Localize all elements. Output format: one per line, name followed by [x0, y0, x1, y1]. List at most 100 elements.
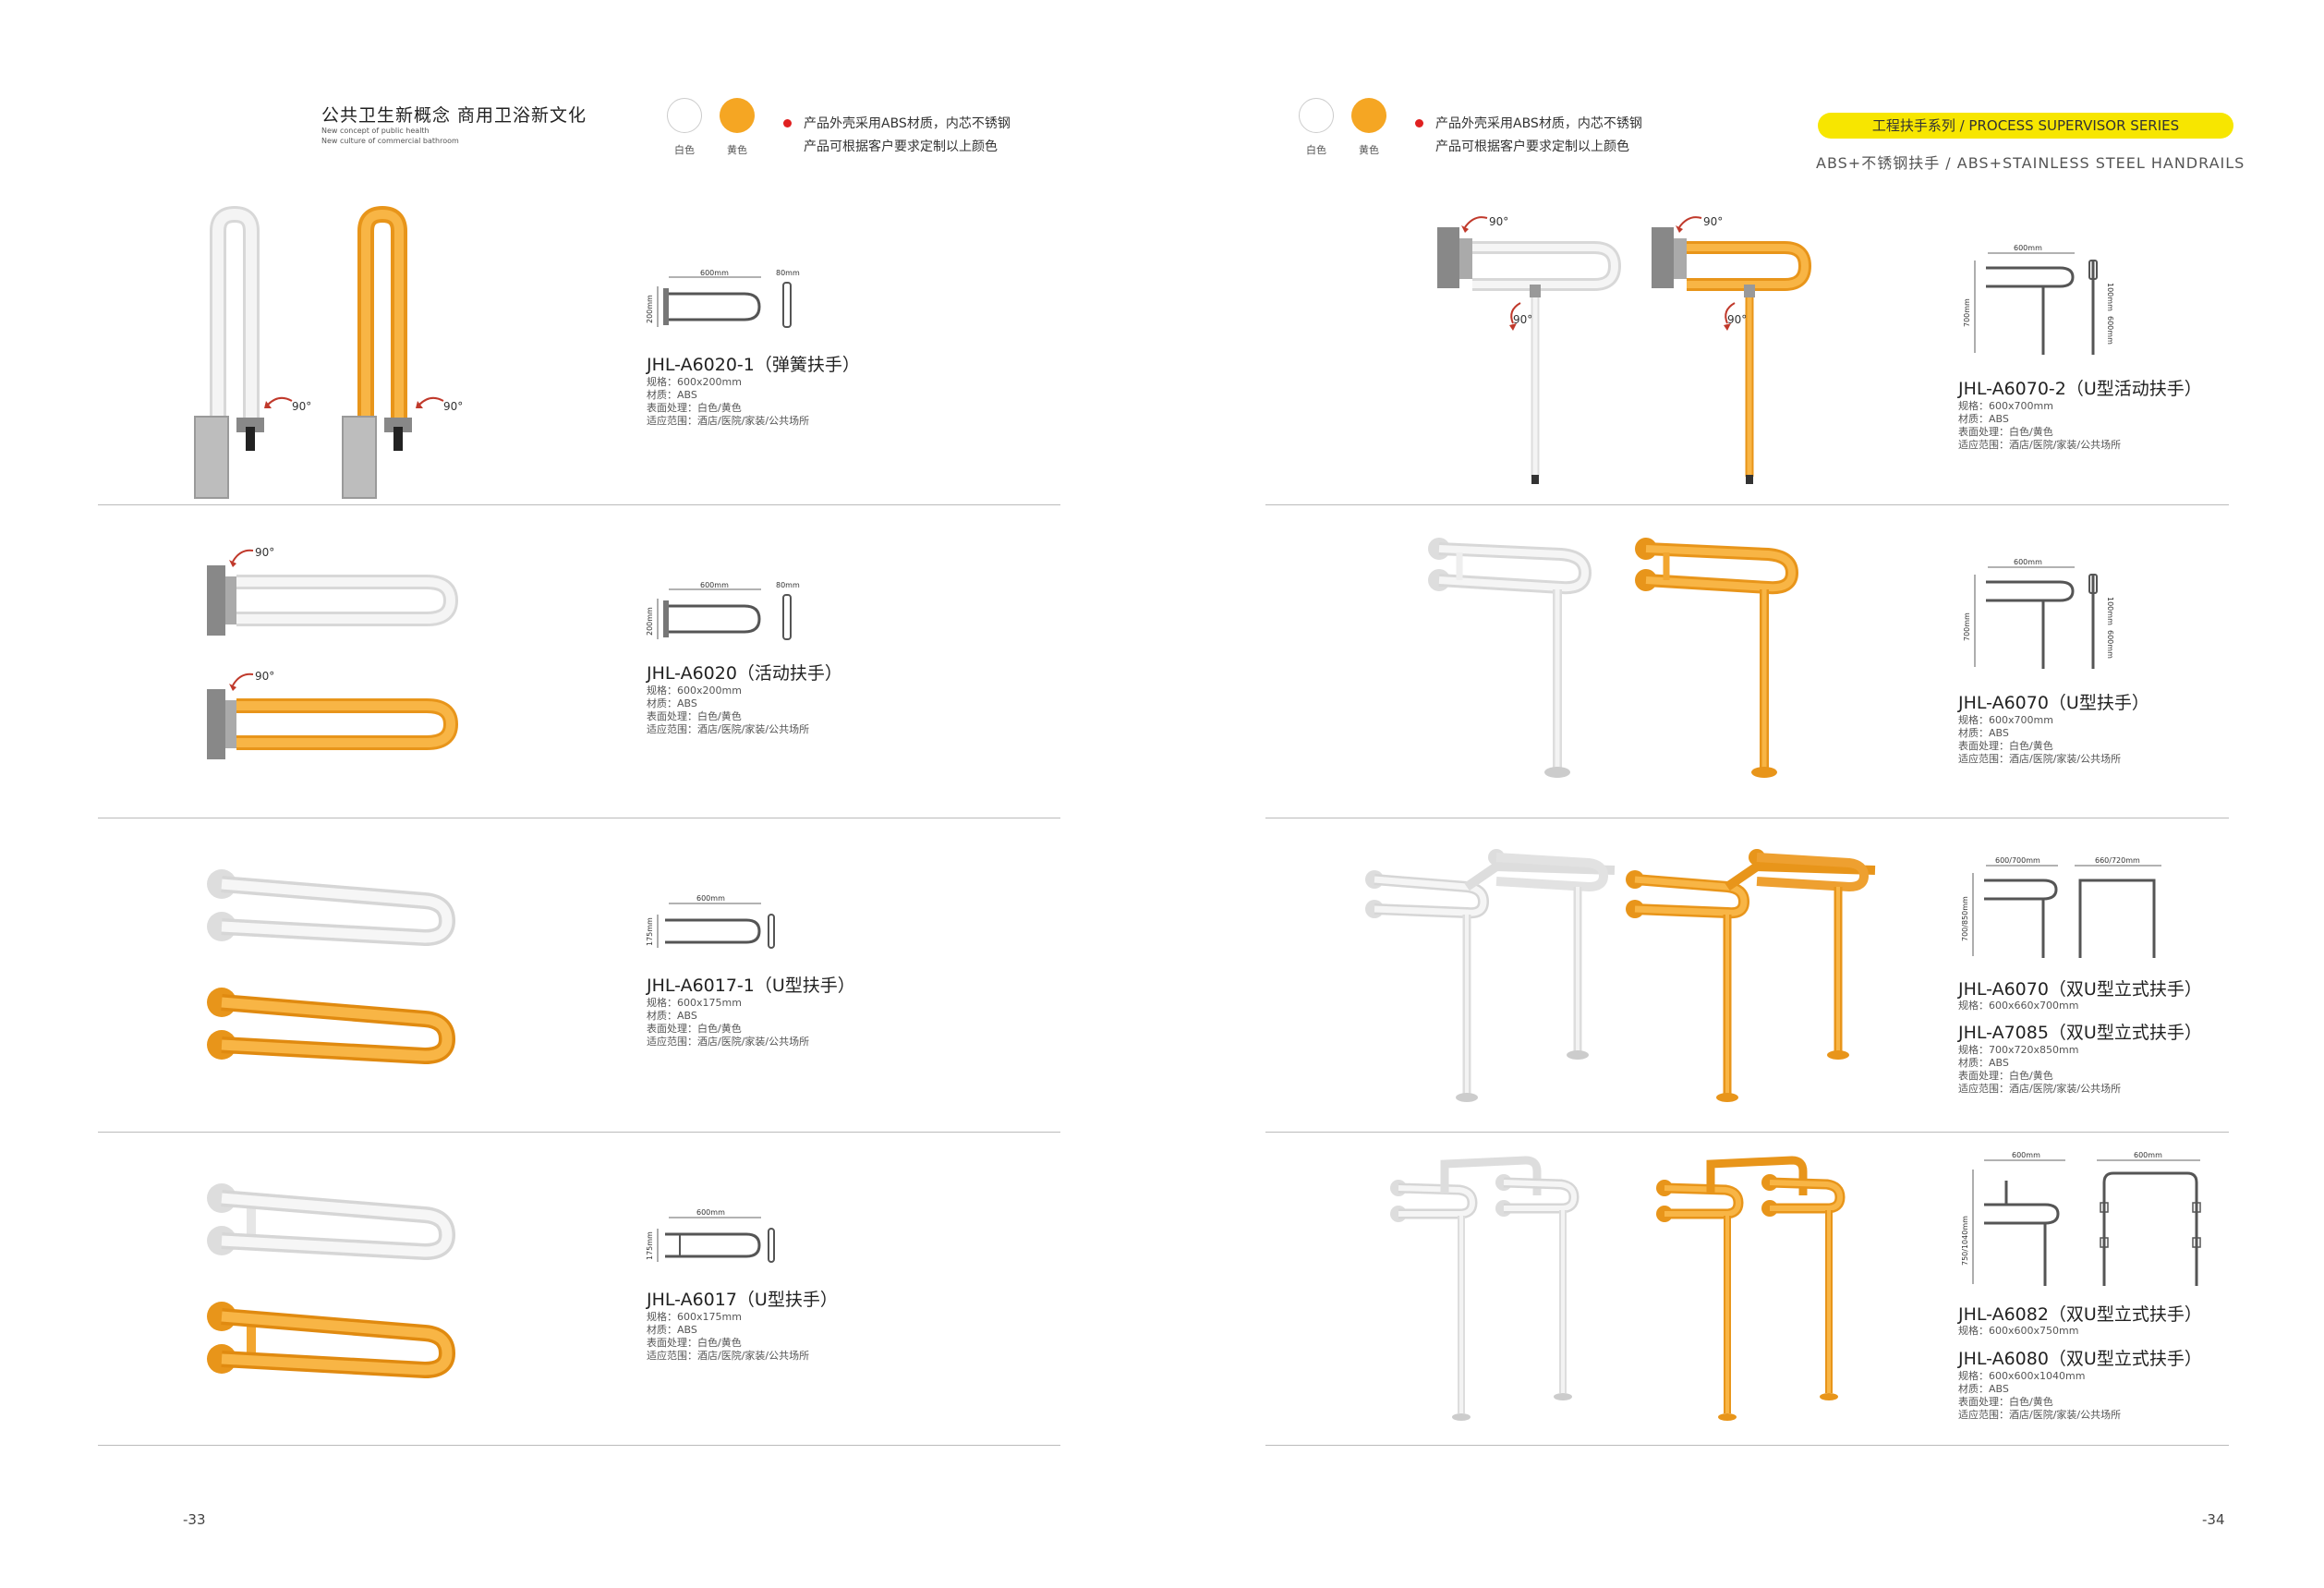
product-image-double-u-a6070-a7085 — [1365, 849, 1876, 1102]
product-specs: 规格：600x200mm 材质：ABS 表面处理：白色/黄色 适应范围：酒店/医… — [647, 376, 809, 428]
model-title: JHL-A6017（U型扶手） — [647, 1290, 838, 1310]
series-subtitle: ABS+不锈钢扶手 / ABS+STAINLESS STEEL HANDRAIL… — [1816, 154, 2245, 172]
dim-height: 200mm — [646, 607, 654, 636]
dim-top: 100mm — [2106, 597, 2114, 625]
page-number-right: -34 — [2202, 1511, 2225, 1528]
rotation-label: 90° — [255, 670, 274, 683]
white-color-swatch-right — [1299, 98, 1334, 133]
dim-height: 175mm — [646, 917, 654, 946]
product-image-double-u-a6082-a6080 — [1390, 1156, 1846, 1421]
spec-material: 材质：ABS — [647, 1324, 697, 1336]
yellow-color-label-right: 黄色 — [1359, 144, 1379, 156]
dimension-diagram-a6017: 600mm 175mm — [646, 1208, 775, 1263]
product-specs: 规格：600x200mm 材质：ABS 表面处理：白色/黄色 适应范围：酒店/医… — [647, 685, 809, 736]
product-specs: 规格：600x175mm 材质：ABS 表面处理：白色/黄色 适应范围：酒店/医… — [647, 1311, 809, 1363]
white-color-label: 白色 — [674, 144, 695, 156]
product-specs: 规格：600x600x1040mm 材质：ABS 表面处理：白色/黄色 适应范围… — [1958, 1370, 2121, 1422]
dim-height: 700mm — [1963, 612, 1971, 641]
note-bullet-icon — [783, 119, 792, 127]
dim-width: 600mm — [700, 581, 729, 589]
spec-size-2: 规格：700x720x850mm — [1958, 1044, 2079, 1056]
dim-top: 100mm — [2106, 283, 2114, 311]
dimension-diagram-a6017-1: 600mm 175mm — [646, 894, 775, 949]
product-image-a6020-1: 90° 90° — [194, 205, 463, 499]
spec-material: 材质：ABS — [647, 697, 697, 709]
model-title: JHL-A6070（U型扶手） — [1958, 693, 2149, 713]
spec-size: 规格：600x700mm — [1958, 400, 2053, 412]
spec-finish: 表面处理：白色/黄色 — [1958, 1396, 2053, 1408]
rotation-label: 90° — [292, 400, 311, 413]
dim-width: 600mm — [696, 894, 725, 903]
spec-material: 材质：ABS — [1958, 727, 2009, 739]
yellow-handrail — [1635, 538, 1799, 778]
page-number-left: -33 — [183, 1511, 206, 1528]
dimension-diagram-a6070: 600mm 700mm 100mm 600mm — [1963, 558, 2114, 669]
dim-width: 600mm — [700, 269, 729, 277]
rotation-label: 90° — [443, 400, 463, 413]
spec-size: 规格：600x175mm — [647, 1311, 742, 1323]
model-title: JHL-A6082（双U型立式扶手） — [1958, 1304, 2202, 1325]
product-image-a6070-2: 90° 90° 90° 90° — [1437, 215, 1812, 484]
spec-material: 材质：ABS — [1958, 413, 2009, 425]
white-color-swatch — [667, 98, 702, 133]
left-header-subtitle-2: New culture of commercial bathroom — [321, 137, 459, 145]
row-divider — [98, 504, 1060, 505]
spec-finish: 表面处理：白色/黄色 — [647, 1337, 742, 1349]
product-image-a6017-1 — [207, 869, 456, 1065]
spec-size: 规格：600x660x700mm — [1958, 1000, 2079, 1012]
yellow-handrail — [1626, 849, 1876, 1102]
rotation-label: 90° — [1513, 313, 1532, 326]
model-title: JHL-A6017-1（U型扶手） — [647, 976, 855, 996]
spec-usage: 适应范围：酒店/医院/家装/公共场所 — [1958, 439, 2122, 451]
spec-material: 材质：ABS — [1958, 1057, 2009, 1069]
product-specs: 规格：600x700mm 材质：ABS 表面处理：白色/黄色 适应范围：酒店/医… — [1958, 400, 2121, 452]
product-specs: 规格：600x700mm 材质：ABS 表面处理：白色/黄色 适应范围：酒店/医… — [1958, 714, 2121, 766]
model-title: JHL-A6070-2（U型活动扶手） — [1958, 379, 2202, 399]
dim-leg: 600mm — [2106, 630, 2114, 659]
series-banner: 工程扶手系列 / PROCESS SUPERVISOR SERIES — [1818, 113, 2233, 139]
dim-leg: 600mm — [2106, 316, 2114, 345]
spec-usage: 适应范围：酒店/医院/家装/公共场所 — [647, 415, 810, 427]
dim-depth: 80mm — [776, 269, 800, 277]
white-color-label-right: 白色 — [1306, 144, 1326, 156]
spec-size: 规格：600x700mm — [1958, 714, 2053, 726]
spec-finish: 表面处理：白色/黄色 — [647, 1023, 742, 1035]
dim-width: 600mm — [2014, 558, 2042, 566]
yellow-handrail — [1652, 227, 1812, 484]
note-bullet-icon-right — [1415, 119, 1423, 127]
spec-material: 材质：ABS — [647, 1010, 697, 1022]
yellow-handrail — [207, 988, 456, 1065]
model-title: JHL-A6070（双U型立式扶手） — [1958, 979, 2202, 1000]
spec-finish: 表面处理：白色/黄色 — [647, 710, 742, 722]
row-divider — [98, 1132, 1060, 1133]
dim-height: 200mm — [646, 295, 654, 323]
product-image-a6070 — [1428, 538, 1799, 778]
material-note: 产品外壳采用ABS材质，内芯不锈钢 — [804, 116, 1011, 131]
product-image-a6020: 90° 90° — [207, 546, 459, 759]
spec-material: 材质：ABS — [647, 389, 697, 401]
dim-depth: 660/720mm — [2095, 856, 2140, 865]
spec-finish: 表面处理：白色/黄色 — [1958, 740, 2053, 752]
row-divider — [1265, 504, 2229, 505]
spec-size: 规格：600x175mm — [647, 997, 742, 1009]
dim-depth: 80mm — [776, 581, 800, 589]
dim-height: 700mm — [1963, 298, 1971, 327]
spec-size: 规格：600x200mm — [647, 685, 742, 697]
dim-width: 600mm — [2014, 244, 2042, 252]
spec-usage: 适应范围：酒店/医院/家装/公共场所 — [1958, 753, 2122, 765]
spec-size: 规格：600x600x750mm — [1958, 1325, 2079, 1337]
dimension-diagram-a6020-1: 600mm 80mm 200mm — [646, 269, 800, 328]
spec-usage: 适应范围：酒店/医院/家装/公共场所 — [647, 1036, 810, 1048]
dim-depth: 600mm — [2134, 1151, 2162, 1159]
rotation-label: 90° — [1727, 313, 1747, 326]
white-handrail — [207, 869, 456, 947]
row-divider — [1265, 1445, 2229, 1446]
yellow-color-label: 黄色 — [727, 144, 747, 156]
yellow-handrail — [342, 205, 412, 499]
rotation-label: 90° — [1703, 215, 1723, 228]
white-handrail — [207, 1183, 456, 1261]
dimension-diagram-double-u-1: 600/700mm 660/720mm 700/850mm — [1961, 856, 2161, 958]
dimension-diagram-a6070-2: 600mm 700mm 100mm 600mm — [1963, 244, 2114, 355]
spec-finish: 表面处理：白色/黄色 — [647, 402, 742, 414]
product-specs: 规格：700x720x850mm 材质：ABS 表面处理：白色/黄色 适应范围：… — [1958, 1044, 2121, 1096]
